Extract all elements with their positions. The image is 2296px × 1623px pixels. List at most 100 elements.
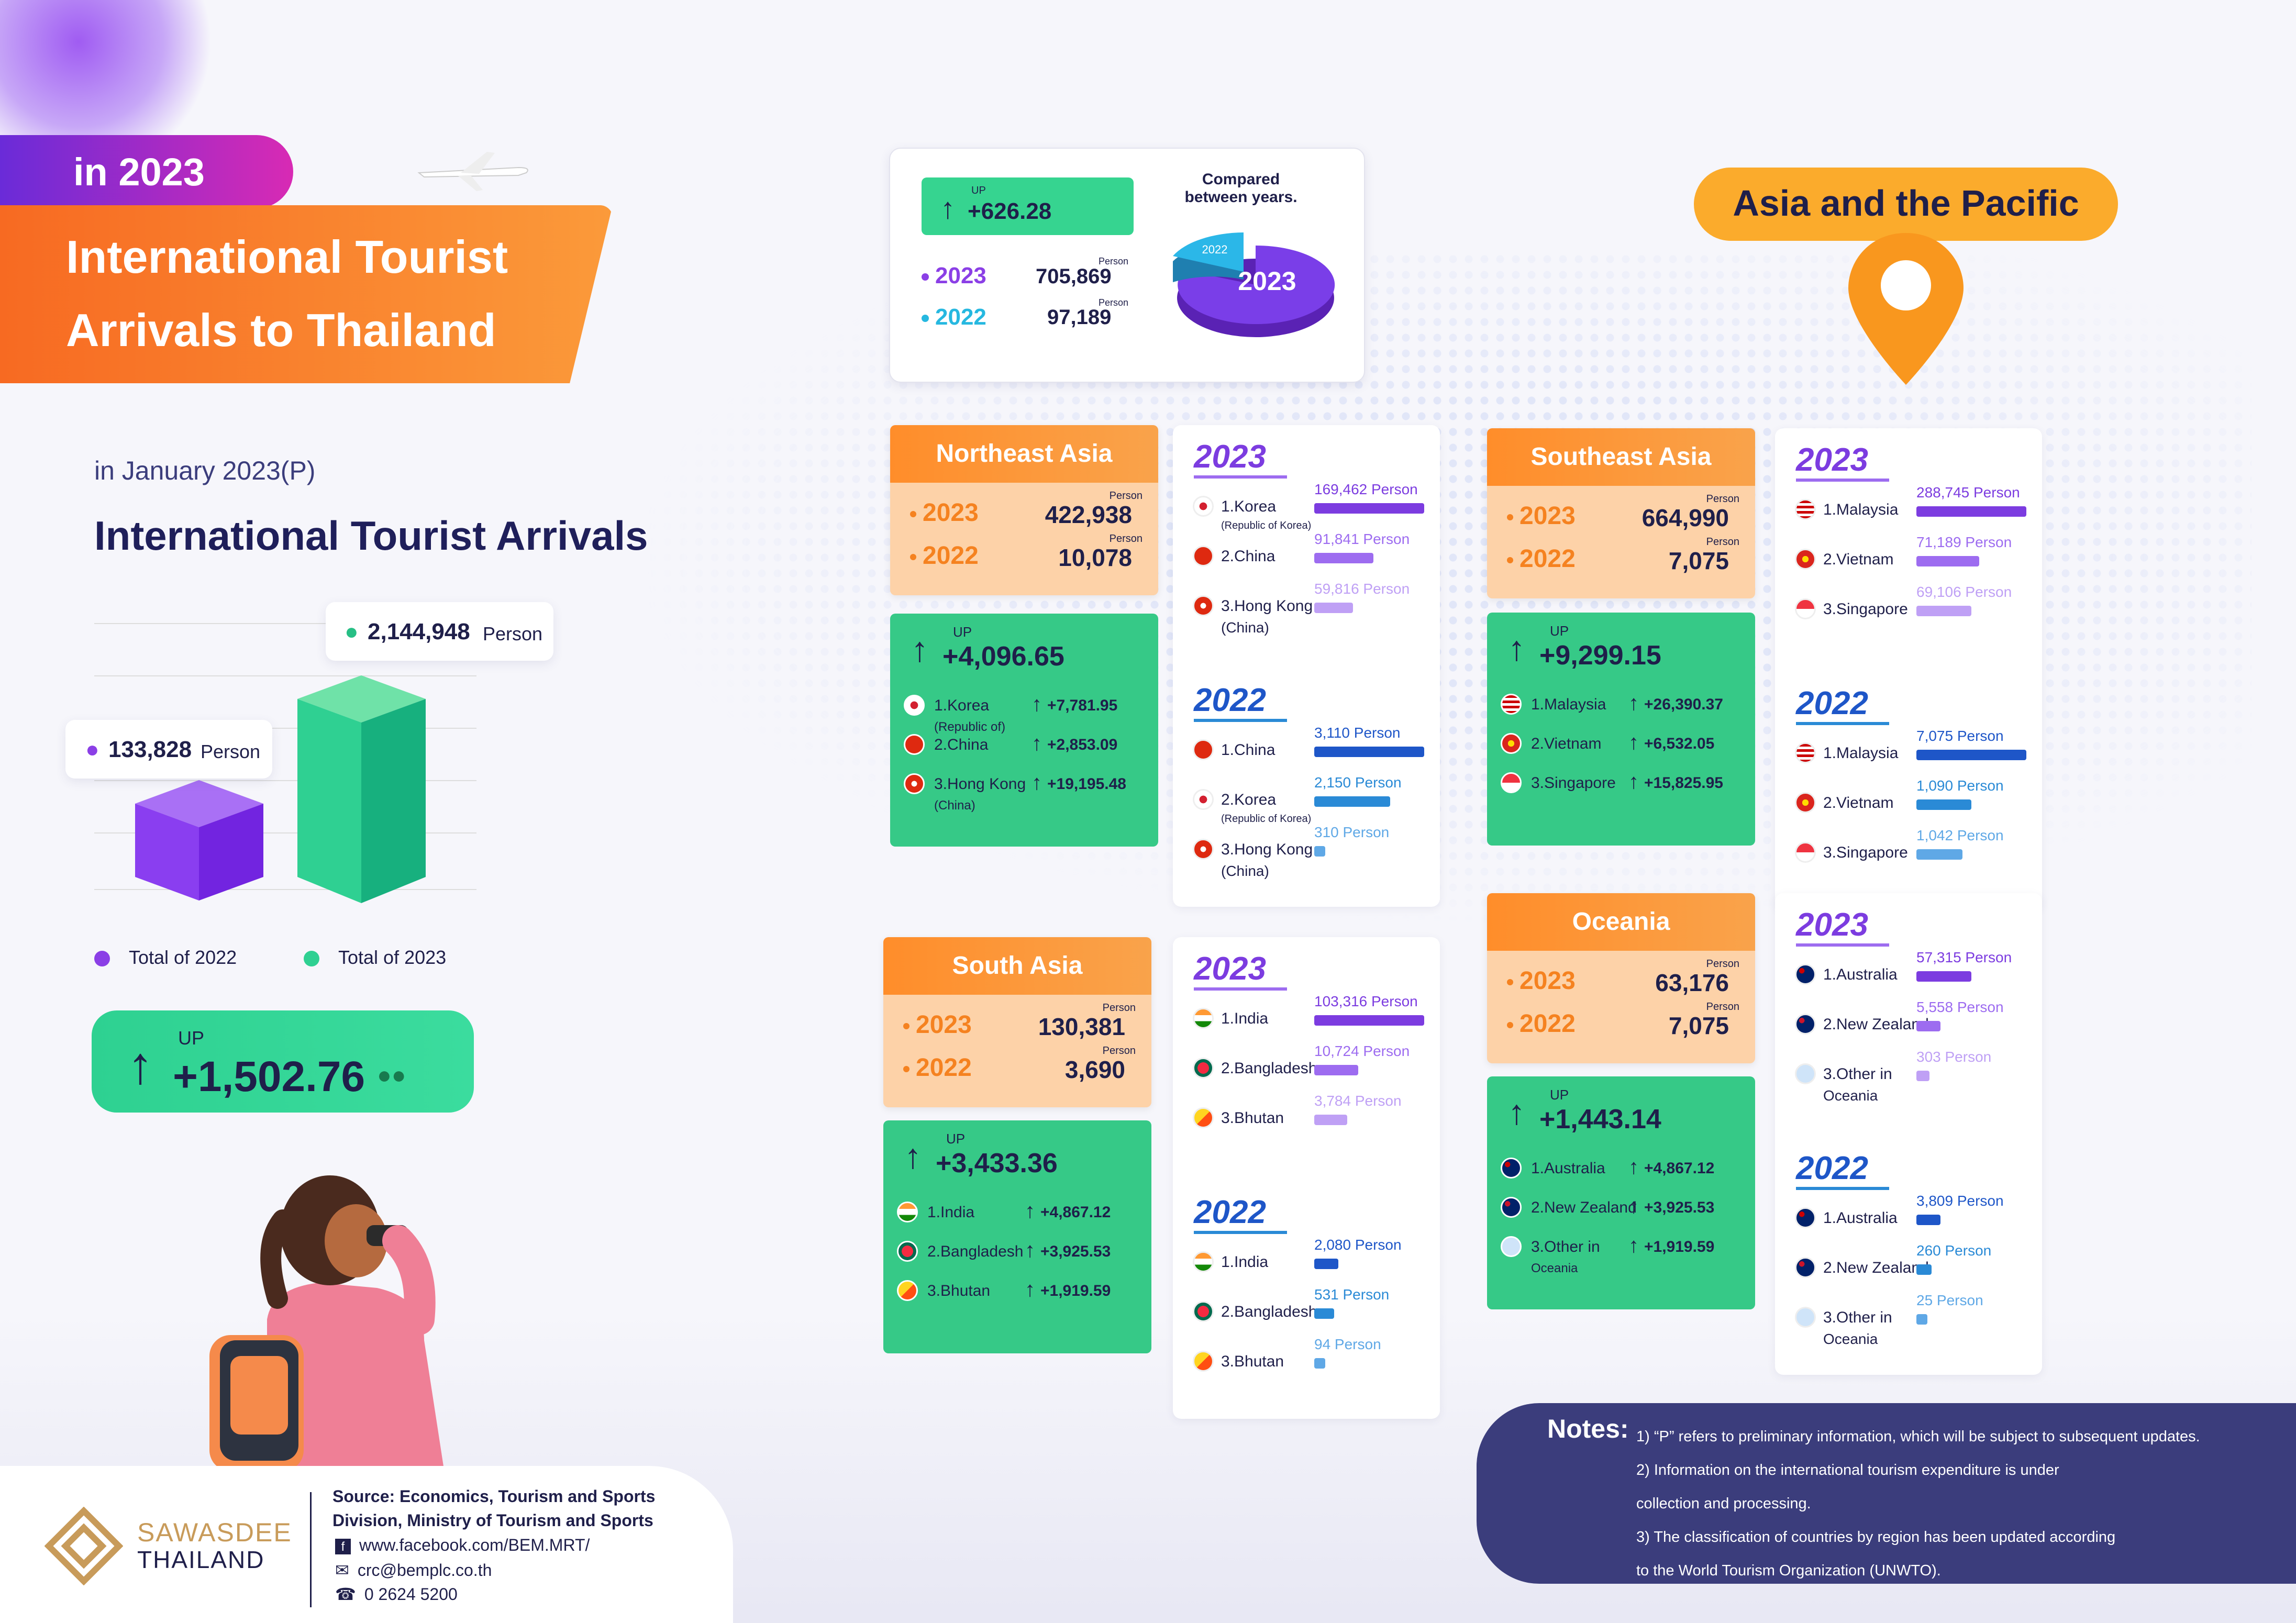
ranking-bar — [1916, 506, 2026, 517]
compared-line1: Compared — [1202, 171, 1280, 188]
ranking-bar — [1916, 1264, 1932, 1275]
bhutan-flag-icon — [1193, 1107, 1214, 1128]
ranking-country: 3.Hong Kong — [1221, 597, 1313, 615]
region-year: 2023 — [1519, 967, 1576, 995]
legend-2023: Total of 2023 — [304, 947, 446, 969]
growth-up-value: +9,299.15 — [1539, 640, 1661, 671]
ap-up-box: UP ↑ +626.28 — [922, 177, 1134, 235]
ranking-value: 3,784 Person — [1314, 1093, 1402, 1109]
ranking-bar — [1314, 503, 1424, 514]
growth-up-label: UP — [1550, 623, 1569, 639]
total-2022-value: 133,828 — [108, 737, 192, 762]
title-banner: International Tourist Arrivals to Thaila… — [0, 205, 613, 383]
asia-pacific-title: Asia and the Pacific — [1733, 183, 2079, 224]
growth-country: 3.Singapore — [1531, 774, 1616, 792]
ranking-country: 1.Australia — [1823, 966, 1898, 983]
ranking-year-heading: 2022 — [1796, 1150, 1889, 1190]
ranking-country: 2.Bangladesh — [1221, 1060, 1317, 1077]
bhutan-flag-icon — [897, 1280, 918, 1301]
region-row-y2023: 2023 — [910, 498, 979, 527]
brand-logo-icon — [44, 1506, 124, 1586]
region-row-y2023: 2023 — [903, 1010, 972, 1039]
growth-country: 1.Korea — [934, 697, 990, 714]
region-row-y2022: 2022 — [903, 1053, 972, 1082]
growth-country: 3.Other in — [1531, 1238, 1600, 1255]
facebook-row[interactable]: f www.facebook.com/BEM.MRT/ — [335, 1536, 590, 1555]
pie-label-2023: 2023 — [1238, 266, 1296, 296]
ranking-value: 25 Person — [1916, 1292, 1983, 1308]
growth-country: 2.China — [934, 736, 989, 753]
singapore-flag-icon — [1795, 598, 1816, 619]
growth-value: +1,919.59 — [1644, 1238, 1715, 1255]
pie-label-2022: 2022 — [1202, 243, 1228, 256]
compare-pie: 2023 2022 — [1173, 232, 1335, 337]
ranking-value: 3,809 Person — [1916, 1193, 2004, 1209]
ranking-year-heading: 2023 — [1796, 906, 1889, 947]
summary-chart — [94, 602, 476, 895]
ranking-country: 3.Bhutan — [1221, 1109, 1284, 1127]
ranking-bar — [1314, 796, 1390, 807]
region-person: Person — [1706, 493, 1739, 505]
region-year: 2022 — [923, 542, 979, 570]
title-line2: Arrivals to Thailand — [66, 304, 496, 356]
region-value: 664,990 — [1641, 504, 1729, 531]
ranking-value: 169,462 Person — [1314, 481, 1418, 497]
facebook-link[interactable]: www.facebook.com/BEM.MRT/ — [359, 1536, 590, 1554]
india-flag-icon — [1193, 1008, 1214, 1029]
growth-country: 1.India — [927, 1204, 975, 1221]
growth-country: 2.New Zealand — [1531, 1199, 1637, 1216]
ap-year-2023: 2023 — [935, 263, 986, 288]
growth-up-value: +1,443.14 — [1539, 1104, 1661, 1135]
ap-year-2022: 2022 — [935, 304, 986, 330]
region-value: 7,075 — [1668, 1012, 1729, 1039]
growth-value: +1,919.59 — [1040, 1282, 1111, 1299]
ranking-value: 57,315 Person — [1916, 949, 2012, 965]
growth-country-sub: Oceania — [1531, 1261, 1578, 1275]
region-row-y2022: 2022 — [910, 541, 979, 570]
up-arrow-icon: ↑ — [1031, 732, 1042, 755]
email-row[interactable]: ✉crc@bemplc.co.th — [335, 1560, 492, 1580]
growth-country: 2.Vietnam — [1531, 735, 1602, 752]
ranking-value: 71,189 Person — [1916, 534, 2012, 550]
email-link[interactable]: crc@bemplc.co.th — [357, 1561, 492, 1580]
ranking-bar — [1916, 1215, 1940, 1225]
ranking-value: 310 Person — [1314, 824, 1390, 840]
up-arrow-icon: ↑ — [1628, 1195, 1639, 1218]
up-arrow-icon: ↑ — [1508, 629, 1525, 668]
region-person: Person — [1706, 536, 1739, 548]
region-person: Person — [1706, 1001, 1739, 1013]
region-person: Person — [1102, 1045, 1136, 1057]
source-line1: Source: Economics, Tourism and Sports — [332, 1487, 656, 1506]
region-row-y2022: 2022 — [1507, 1009, 1576, 1038]
up-arrow-icon: ↑ — [1025, 1239, 1035, 1262]
australia-flag-icon — [1501, 1158, 1522, 1179]
ranking-country: 2.Bangladesh — [1221, 1303, 1317, 1320]
total-2022-unit: Person — [201, 741, 261, 762]
notes-lines: 1) “P” refers to preliminary information… — [1636, 1420, 2200, 1587]
up-arrow-icon: ↑ — [1628, 731, 1639, 754]
ranking-country: 3.Other in — [1823, 1309, 1892, 1326]
facebook-icon: f — [335, 1539, 351, 1554]
ranking-bar — [1916, 556, 1979, 566]
ranking-value: 303 Person — [1916, 1049, 1992, 1065]
region-year: 2023 — [916, 1011, 972, 1039]
malaysia-flag-icon — [1501, 694, 1522, 715]
bullet-icon — [1507, 979, 1513, 986]
up-arrow-icon: ↑ — [1628, 692, 1639, 715]
ap-value-2023: 705,869 — [1036, 265, 1112, 288]
ranking-country: 2.New Zealand — [1823, 1016, 1929, 1033]
ranking-year-heading: 2023 — [1796, 441, 1889, 482]
ranking-bar — [1314, 1358, 1325, 1369]
ranking-bar — [1916, 1071, 1929, 1081]
legend-2023-label: Total of 2023 — [338, 947, 447, 968]
region-value: 63,176 — [1655, 969, 1729, 996]
singapore-flag-icon — [1501, 772, 1522, 793]
region-value: 10,078 — [1058, 544, 1132, 571]
ranking-country: 2.Korea — [1221, 791, 1277, 808]
ranking-country: 1.Korea — [1221, 498, 1277, 515]
bhutan-flag-icon — [1193, 1351, 1214, 1372]
bullet-icon — [1507, 557, 1513, 564]
